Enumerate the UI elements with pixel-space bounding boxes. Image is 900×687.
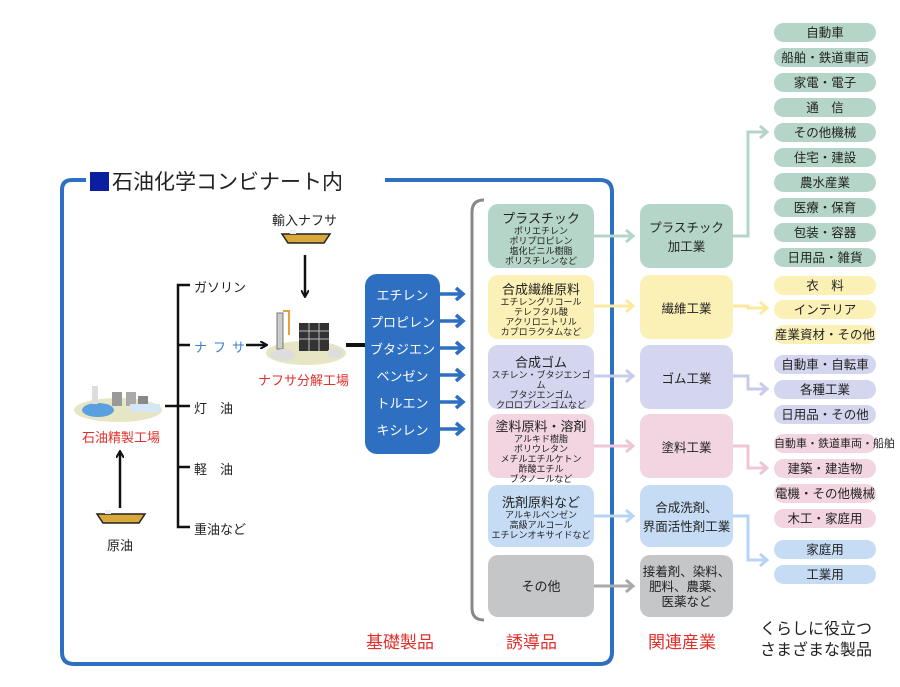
basic-xylene: キシレン bbox=[376, 424, 429, 439]
basic-benzene: ベンゼン bbox=[376, 370, 429, 385]
product-pill: 衣 料 bbox=[774, 276, 876, 295]
derivative-detergent: 洗剤原料など アルキルベンゼン 高級アルコール エチレンオキサイドなど bbox=[488, 485, 594, 547]
product-pill: 自動車・鉄道車両・船舶 bbox=[774, 434, 895, 453]
tanker-ship-icon bbox=[280, 230, 332, 244]
product-pill: その他機械 bbox=[774, 123, 876, 142]
derivative-plastic: プラスチック ポリエチレン ポリプロピレン 塩化ビニル樹脂 ポリスチレンなど bbox=[488, 204, 594, 268]
product-pill: 木工・家庭用 bbox=[774, 509, 876, 528]
industry-plastic-processing: プラスチック 加工業 bbox=[640, 204, 733, 268]
product-pill: 医療・保育 bbox=[774, 198, 876, 217]
crude-tanker-icon bbox=[95, 510, 147, 524]
basic-butadiene: ブタジエン bbox=[369, 343, 435, 358]
derivative-rubber: 合成ゴム スチレン・ブタジエンゴム ブタジエンゴム クロロプレンゴムなど bbox=[488, 345, 594, 411]
basic-ethylene: エチレン bbox=[376, 289, 429, 304]
industry-textile: 繊維工業 bbox=[640, 275, 733, 339]
product-pill: 自動車 bbox=[774, 23, 876, 42]
product-pill: 通 信 bbox=[774, 98, 876, 117]
product-pill: 建築・建造物 bbox=[774, 459, 876, 478]
product-pill: 農水産業 bbox=[774, 173, 876, 192]
basic-toluene: トルエン bbox=[376, 397, 429, 412]
complex-title: 石油化学コンビナート内 bbox=[90, 166, 347, 196]
product-kerosene: 灯 油 bbox=[194, 402, 234, 417]
basic-products-box: エチレン プロピレン ブタジエン ベンゼン トルエン キシレン bbox=[365, 274, 440, 454]
category-life-products: くらしに役立つ さまざまな製品 bbox=[760, 619, 873, 659]
imported-naphtha-label: 輸入ナフサ bbox=[272, 214, 338, 229]
title-square-icon bbox=[90, 171, 109, 191]
industry-rubber: ゴム工業 bbox=[640, 345, 733, 409]
product-heavy-oil: 重油など bbox=[194, 523, 247, 538]
complex-frame bbox=[60, 178, 614, 666]
product-pill: 家電・電子 bbox=[774, 73, 876, 92]
basic-propylene: プロピレン bbox=[369, 316, 435, 331]
refinery-label: 石油精製工場 bbox=[82, 431, 161, 446]
industry-other: 接着剤、染料、 肥料、農薬、 医薬など bbox=[640, 555, 733, 617]
industry-paint: 塗料工業 bbox=[640, 414, 733, 478]
product-pill: 自動車・自転車 bbox=[774, 355, 876, 374]
naphtha-cracker-icon bbox=[266, 310, 346, 365]
product-pill: 日用品・その他 bbox=[774, 405, 876, 424]
product-pill: 包装・容器 bbox=[774, 223, 876, 242]
category-basic: 基礎製品 bbox=[366, 633, 434, 653]
product-pill: 各種工業 bbox=[774, 380, 876, 399]
product-pill: 家庭用 bbox=[774, 540, 876, 559]
product-pill: 工業用 bbox=[774, 565, 876, 584]
product-pill: 住宅・建設 bbox=[774, 148, 876, 167]
cracker-label: ナフサ分解工場 bbox=[258, 374, 350, 389]
category-derivative: 誘導品 bbox=[506, 633, 557, 653]
crude-oil-label: 原油 bbox=[107, 539, 134, 554]
product-pill: 産業資材・その他 bbox=[774, 325, 876, 344]
derivative-paint: 塗料原料・溶剤 アルキド樹脂 ポリウレタン メチルエチルケトン 酢酸エチル ブタ… bbox=[488, 414, 594, 485]
product-pill: 日用品・雑貨 bbox=[774, 248, 876, 267]
product-pill: 電機・その他機械 bbox=[774, 484, 876, 503]
industry-detergent: 合成洗剤、 界面活性剤工業 bbox=[640, 485, 733, 547]
refinery-icon bbox=[74, 386, 162, 422]
product-pill: インテリア bbox=[774, 300, 876, 319]
derivative-fiber: 合成繊維原料 エチレングリコール テレフタル酸 アクリロニトリル カプロラクタム… bbox=[488, 275, 594, 339]
product-naphtha: ナフサ bbox=[194, 341, 252, 356]
category-related: 関連産業 bbox=[648, 633, 716, 653]
product-diesel: 軽 油 bbox=[194, 463, 234, 478]
derivative-other: その他 bbox=[488, 555, 594, 617]
product-pill: 船舶・鉄道車両 bbox=[774, 48, 876, 67]
product-gasoline: ガソリン bbox=[194, 281, 247, 296]
